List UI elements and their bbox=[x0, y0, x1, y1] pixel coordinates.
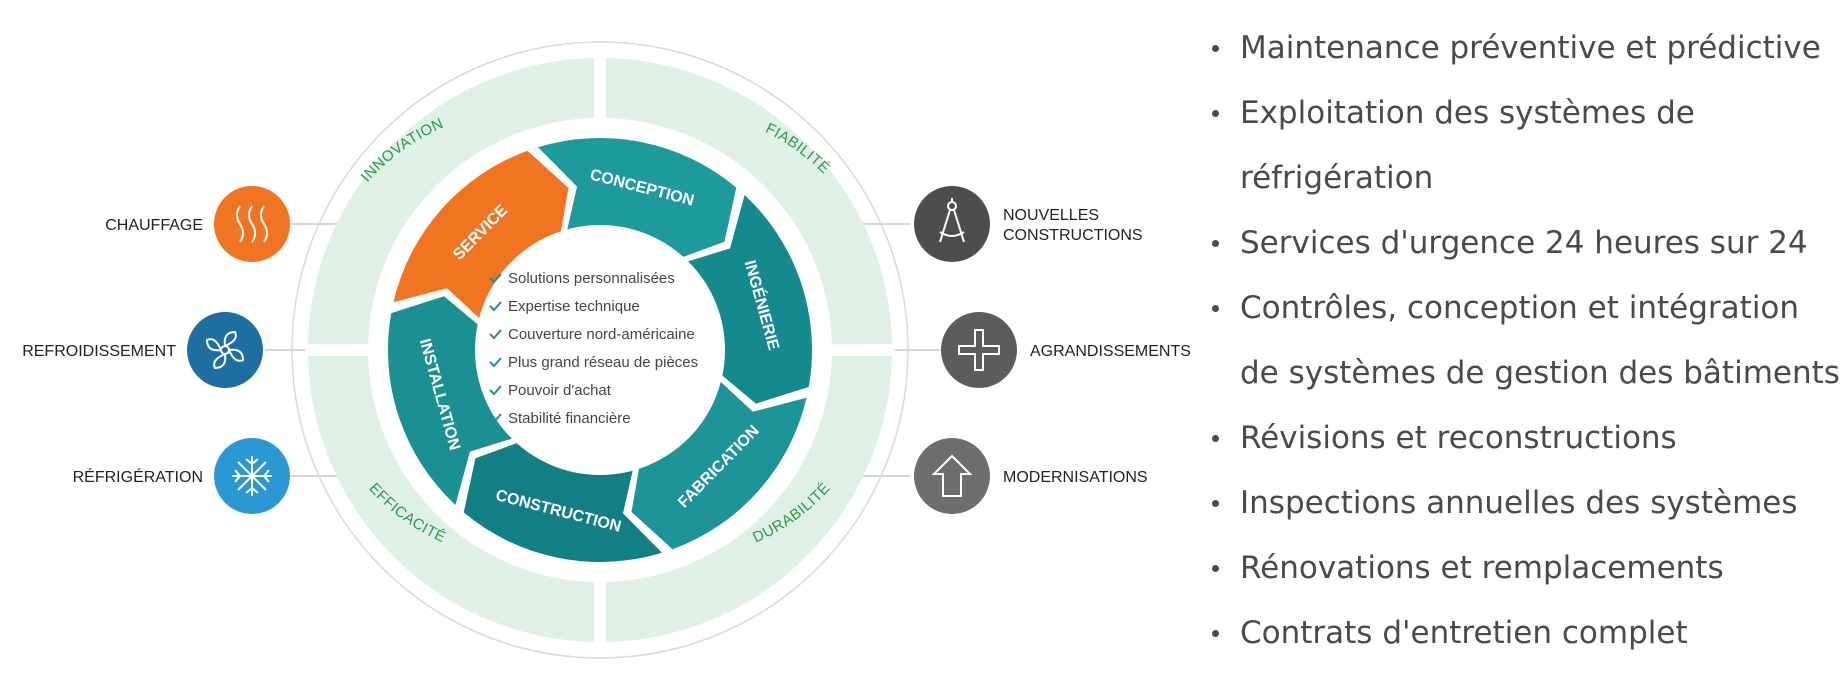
service-label: NOUVELLES bbox=[1003, 207, 1099, 224]
list-item: Services d'urgence 24 heures sur 24 bbox=[1200, 211, 1808, 276]
fan-icon bbox=[205, 330, 245, 370]
snowflake-icon bbox=[232, 456, 272, 496]
checklist-item: Pouvoir d'achat bbox=[489, 382, 612, 399]
check-icon bbox=[489, 273, 502, 284]
check-icon bbox=[489, 357, 502, 368]
heat-waves-icon bbox=[236, 205, 268, 243]
arrow-up-icon-badge bbox=[914, 438, 990, 514]
checklist-item: Plus grand réseau de pièces bbox=[489, 354, 698, 371]
left-services: CHAUFFAGE REFROIDISSEMENT bbox=[22, 186, 290, 514]
checklist-item: Couverture nord-américaine bbox=[489, 326, 695, 343]
checklist-item: Solutions personnalisées bbox=[489, 270, 675, 287]
list-item: Rénovations et remplacements bbox=[1200, 536, 1800, 601]
wheel-segment-fabrication[interactable] bbox=[631, 376, 807, 550]
check-icon bbox=[489, 301, 502, 312]
service-wheel-diagram: INNOVATION FIABILITÉ EFFICACITÉ DURABILI… bbox=[22, 41, 1191, 659]
list-item: Révisions et reconstructions bbox=[1200, 406, 1800, 471]
list-item: Contrats d'entretien complet bbox=[1200, 601, 1800, 666]
list-item-continuation: de systèmes de gestion des bâtiments bbox=[1240, 355, 1840, 391]
list-item: Inspections annuelles des systèmes bbox=[1200, 471, 1800, 536]
list-item-continuation: réfrigération bbox=[1240, 160, 1434, 196]
list-item: Exploitation des systèmes de bbox=[1200, 81, 1800, 146]
outer-ring-border bbox=[291, 41, 909, 659]
compass-icon bbox=[939, 198, 965, 243]
svg-text:Plus grand réseau de pièces: Plus grand réseau de pièces bbox=[508, 354, 698, 371]
compass-icon-badge bbox=[914, 186, 990, 262]
svg-text:Stabilité financière: Stabilité financière bbox=[508, 410, 631, 427]
wheel-segment-service[interactable] bbox=[393, 150, 569, 324]
service-refrigeration[interactable]: RÉFRIGÉRATION bbox=[73, 438, 290, 514]
wheel-segment-installation[interactable] bbox=[388, 296, 520, 506]
ring-dividers bbox=[305, 55, 895, 645]
service-label: AGRANDISSEMENTS bbox=[1030, 343, 1191, 360]
check-icon bbox=[489, 329, 502, 340]
service-label: MODERNISATIONS bbox=[1003, 469, 1148, 486]
check-icon bbox=[489, 413, 502, 424]
service-modernisations[interactable]: MODERNISATIONS bbox=[914, 438, 1148, 514]
plus-icon bbox=[958, 329, 1000, 371]
service-label: CONSTRUCTIONS bbox=[1003, 227, 1143, 244]
service-refroidissement[interactable]: REFROIDISSEMENT bbox=[22, 312, 263, 388]
wheel-segment-ingénierie[interactable] bbox=[680, 194, 812, 404]
service-chauffage[interactable]: CHAUFFAGE bbox=[105, 186, 290, 262]
svg-text:Couverture nord-américaine: Couverture nord-américaine bbox=[508, 326, 695, 343]
arrow-up-icon bbox=[931, 454, 973, 497]
list-item: Contrôles, conception et intégration bbox=[1200, 276, 1800, 341]
center-checklist: Solutions personnalisées Expertise techn… bbox=[489, 270, 698, 427]
check-icon bbox=[489, 385, 502, 396]
fan-icon-badge bbox=[187, 312, 263, 388]
wheel-center bbox=[475, 225, 725, 475]
right-services: NOUVELLES CONSTRUCTIONS AGRANDISSEMENTS … bbox=[914, 186, 1191, 514]
plus-icon-badge bbox=[941, 312, 1017, 388]
services-list: Maintenance préventive et prédictive Exp… bbox=[1200, 16, 1840, 666]
service-label: REFROIDISSEMENT bbox=[22, 343, 176, 360]
service-agrandissements[interactable]: AGRANDISSEMENTS bbox=[941, 312, 1191, 388]
svg-text:Pouvoir d'achat: Pouvoir d'achat bbox=[508, 382, 612, 399]
checklist-item: Stabilité financière bbox=[489, 410, 631, 427]
service-label: CHAUFFAGE bbox=[105, 217, 203, 234]
service-nouvelles-constructions[interactable]: NOUVELLES CONSTRUCTIONS bbox=[914, 186, 1143, 262]
list-item: Maintenance préventive et prédictive bbox=[1200, 16, 1821, 81]
svg-text:Expertise technique: Expertise technique bbox=[508, 298, 640, 315]
service-label: RÉFRIGÉRATION bbox=[73, 467, 203, 486]
svg-text:Solutions personnalisées: Solutions personnalisées bbox=[508, 270, 675, 287]
checklist-item: Expertise technique bbox=[489, 298, 640, 315]
